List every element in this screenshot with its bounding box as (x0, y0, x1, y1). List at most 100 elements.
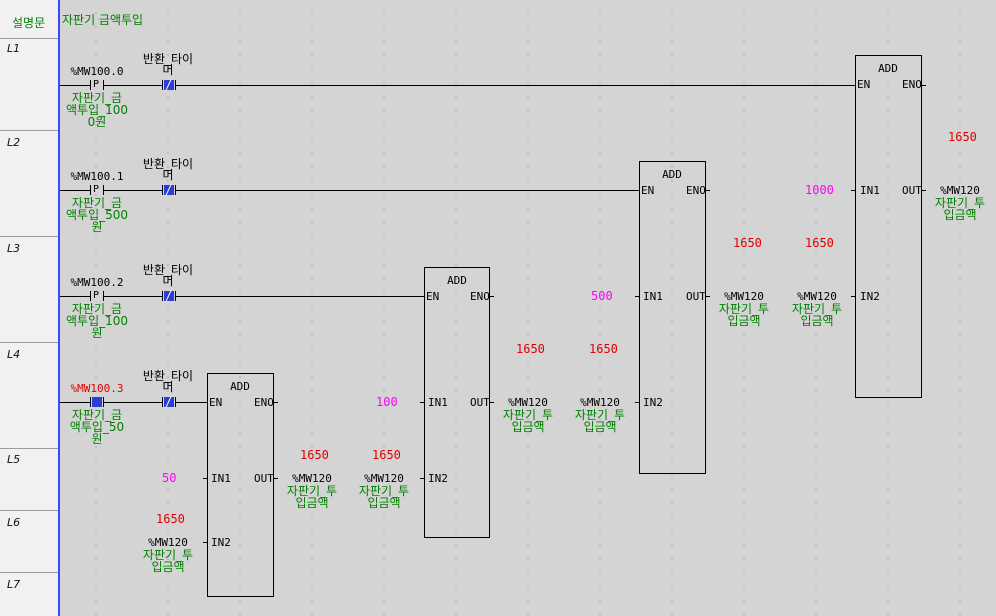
monitor-value: 1650 (300, 448, 329, 462)
en-pin: EN (209, 396, 223, 409)
add-function-block[interactable] (424, 267, 490, 538)
function-name: ADD (662, 168, 682, 181)
nc-contact-name: 반환_타이 (142, 263, 194, 277)
contact-var-name: 액투입_50 (69, 420, 125, 434)
contact-var-name: 자판기_금 (71, 408, 123, 422)
pin-stub (851, 296, 855, 297)
row-label-l7[interactable]: L7 (7, 578, 21, 591)
function-name: ADD (878, 62, 898, 75)
input-address: %MW120 (797, 290, 837, 303)
row-gutter (0, 0, 58, 616)
p-contact-mw100-3-selected[interactable] (90, 397, 104, 407)
pin-stub (635, 402, 639, 403)
rung-wire (60, 190, 90, 191)
add-function-block[interactable] (855, 55, 922, 398)
input-var-name: 입금액 (800, 314, 834, 328)
out-pin: OUT (470, 396, 490, 409)
row-label-l4[interactable]: L4 (7, 348, 21, 361)
input-var-name: 자판기_투 (791, 302, 843, 316)
eno-pin: ENO (254, 396, 274, 409)
add-function-block[interactable] (207, 373, 274, 597)
nc-contact-return-timer[interactable] (162, 80, 176, 90)
contact-address-selected: %MW100.3 (70, 382, 124, 395)
input-var-name: 입금액 (151, 560, 185, 574)
in1-pin: IN1 (428, 396, 448, 409)
row-label-l2[interactable]: L2 (7, 136, 21, 149)
constant-100: 100 (376, 395, 398, 409)
monitor-value: 1650 (805, 236, 834, 250)
rung-wire (104, 402, 162, 403)
row-separator (0, 448, 58, 449)
contact-var-name: 자판기_금 (71, 91, 123, 105)
monitor-value: 1650 (372, 448, 401, 462)
row-label-l6[interactable]: L6 (7, 516, 21, 529)
row-label-l5[interactable]: L5 (7, 453, 21, 466)
row-separator (0, 236, 58, 237)
function-name: ADD (230, 380, 250, 393)
p-contact-mw100-0[interactable]: P (90, 79, 104, 90)
nc-contact-name: 머 (162, 380, 174, 394)
contact-var-name: 원 (91, 432, 103, 446)
eno-pin: ENO (902, 78, 922, 91)
en-pin: EN (641, 184, 655, 197)
nc-contact-name: 반환_타이 (142, 369, 194, 383)
nc-contact-name: 반환_타이 (142, 52, 194, 66)
rung-wire (176, 402, 207, 403)
row-label-l3[interactable]: L3 (7, 242, 21, 255)
constant-1000: 1000 (805, 183, 834, 197)
monitor-value: 1650 (156, 512, 185, 526)
eno-pin: ENO (470, 290, 490, 303)
input-var-name: 자판기_투 (358, 484, 410, 498)
pin-stub (922, 85, 926, 86)
output-var-name: 자판기_투 (718, 302, 770, 316)
add-function-block[interactable] (639, 161, 706, 474)
contact-address: %MW100.1 (70, 170, 124, 183)
input-address: %MW120 (580, 396, 620, 409)
nc-contact-name: 머 (162, 274, 174, 288)
in2-pin: IN2 (643, 396, 663, 409)
pin-stub (420, 402, 424, 403)
constant-50: 50 (162, 471, 177, 485)
in1-pin: IN1 (643, 290, 663, 303)
nc-contact-return-timer[interactable] (162, 185, 176, 195)
pin-stub (203, 542, 207, 543)
nc-contact-return-timer[interactable] (162, 397, 176, 407)
output-address: %MW120 (508, 396, 548, 409)
output-var-name: 자판기_투 (934, 196, 986, 210)
rung-wire (60, 85, 90, 86)
row-separator (0, 572, 58, 573)
monitor-value: 1650 (948, 130, 977, 144)
pin-stub (922, 190, 926, 191)
in1-pin: IN1 (211, 472, 231, 485)
input-var-name: 자판기_투 (142, 548, 194, 562)
output-var-name: 입금액 (295, 496, 329, 510)
rung-wire (176, 85, 855, 86)
input-address: %MW120 (364, 472, 404, 485)
left-power-rail (58, 0, 60, 616)
in2-pin: IN2 (211, 536, 231, 549)
rung-wire (104, 296, 162, 297)
output-var-name: 자판기_투 (286, 484, 338, 498)
monitor-value: 1650 (733, 236, 762, 250)
input-var-name: 자판기_투 (574, 408, 626, 422)
row-label-l1[interactable]: L1 (7, 42, 21, 55)
pin-stub (851, 190, 855, 191)
contact-var-name: 액투입_100 (65, 314, 129, 328)
in2-pin: IN2 (428, 472, 448, 485)
output-var-name: 입금액 (943, 208, 977, 222)
pin-stub (203, 478, 207, 479)
out-pin: OUT (902, 184, 922, 197)
function-name: ADD (447, 274, 467, 287)
p-contact-mw100-2[interactable]: P (90, 290, 104, 301)
rung-wire (104, 85, 162, 86)
in2-pin: IN2 (860, 290, 880, 303)
input-address: %MW120 (148, 536, 188, 549)
nc-contact-return-timer[interactable] (162, 291, 176, 301)
rung-wire (104, 190, 162, 191)
comment-text[interactable]: 자판기 금액투입 (62, 13, 144, 27)
constant-500: 500 (591, 289, 613, 303)
output-var-name: 입금액 (511, 420, 545, 434)
p-contact-mw100-1[interactable]: P (90, 184, 104, 195)
pin-stub (274, 402, 278, 403)
